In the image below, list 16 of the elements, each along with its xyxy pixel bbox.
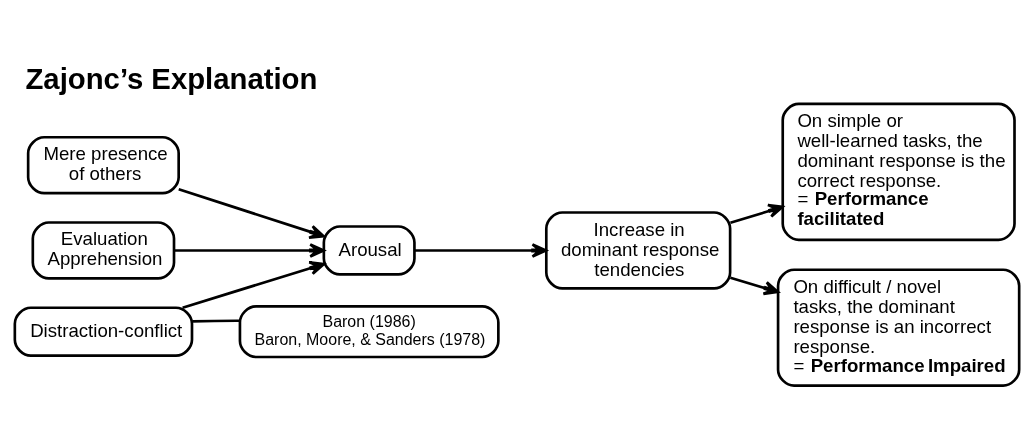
node-box: Distraction-conflict: [13, 305, 194, 357]
node-box: Baron (1986) Baron, Moore, & Sanders (1978): [238, 304, 500, 358]
node-box: Arousal: [322, 224, 416, 276]
connector: [192, 318, 240, 323]
node-box: On difficult / novel tasks, the dominant response is an incorrect response. = Performance Impaired: [776, 267, 1021, 387]
arrow: [178, 187, 325, 239]
arrow: [414, 242, 548, 258]
node-box: Mere presence of others: [26, 135, 180, 195]
node-box: Increase in dominant response tendencies: [544, 210, 732, 290]
node-box: On simple or well-learned tasks, the dominant response is the correct response. = Performance facilitated: [781, 102, 1016, 241]
arrow: [730, 275, 780, 295]
arrow: [730, 203, 784, 224]
diagram-title: Zajonc’s Explanation: [25, 61, 318, 95]
node-box: Evaluation Apprehension: [31, 220, 176, 280]
arrow: [174, 242, 325, 258]
arrow: [182, 260, 326, 309]
